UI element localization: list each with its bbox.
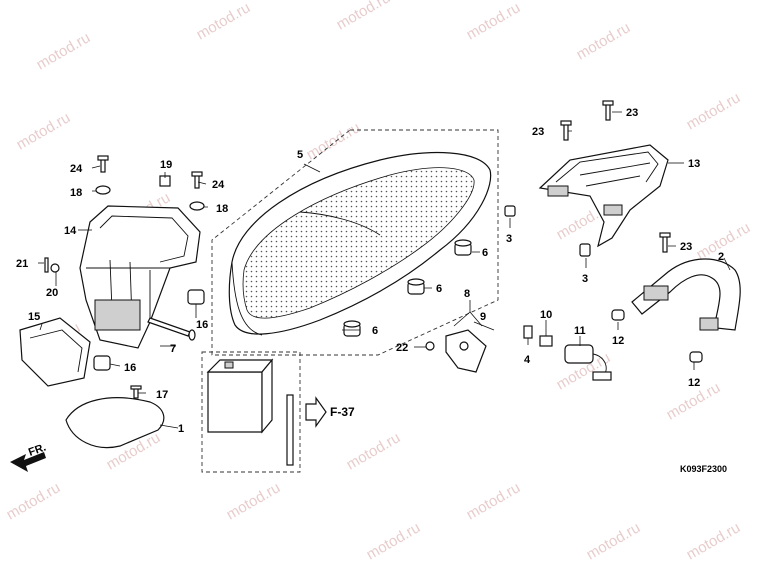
watermark-text: motod.ru xyxy=(364,519,424,563)
callout-10: 10 xyxy=(540,309,552,321)
grommet xyxy=(93,289,205,371)
front-label: FR. xyxy=(27,441,48,458)
callout-9: 9 xyxy=(480,311,486,323)
watermark-text: motod.ru xyxy=(684,519,744,563)
callout-4: 4 xyxy=(524,354,531,366)
seat-cushion xyxy=(343,239,472,337)
watermark-text: motod.ru xyxy=(304,119,364,163)
callout-18: 18 xyxy=(70,187,82,199)
bolt xyxy=(147,317,196,341)
callout-6: 6 xyxy=(436,283,442,295)
callout-15: 15 xyxy=(28,311,40,323)
watermark-text: motod.ru xyxy=(464,479,524,523)
callout-19: 19 xyxy=(160,159,172,171)
callout-14: 14 xyxy=(64,225,77,237)
callout-5: 5 xyxy=(297,149,303,161)
battery xyxy=(206,358,294,466)
battery-group-outline xyxy=(201,351,301,473)
callout-18: 18 xyxy=(216,203,228,215)
callout-1: 1 xyxy=(178,423,184,435)
callout-16: 16 xyxy=(196,319,208,331)
watermark-text: motod.ru xyxy=(584,519,644,563)
callout-11: 11 xyxy=(574,325,586,337)
watermark-text: motod.ru xyxy=(684,89,744,133)
callout-24: 24 xyxy=(212,179,225,191)
watermark-text: motod.ru xyxy=(344,429,404,473)
callout-17: 17 xyxy=(156,389,168,401)
key-cylinder xyxy=(564,344,612,381)
rear-carrier xyxy=(538,144,669,248)
watermark-text: motod.ru xyxy=(224,479,284,523)
diagram-code: K093F2300 xyxy=(680,464,727,474)
callout-13: 13 xyxy=(688,158,700,170)
callout-7: 7 xyxy=(170,343,176,355)
callout-16: 16 xyxy=(124,362,136,374)
callout-23: 23 xyxy=(532,126,544,138)
front-direction-marker: FR. xyxy=(10,441,48,472)
reference-label: F-37 xyxy=(330,405,355,419)
carrier-bolt xyxy=(560,100,671,253)
callout-23: 23 xyxy=(626,107,638,119)
watermark-text: motod.ru xyxy=(334,0,394,33)
callout-3: 3 xyxy=(506,233,512,245)
watermark-text: motod.ru xyxy=(194,0,254,43)
callout-labels: 1 2 3 3 4 5 6 6 6 7 8 9 10 11 12 12 13 1… xyxy=(16,107,724,435)
watermark-text: motod.ru xyxy=(464,0,524,43)
watermark-text: motod.ru xyxy=(34,29,94,73)
battery-tray xyxy=(19,317,91,387)
callout-24: 24 xyxy=(70,163,83,175)
luggage-box xyxy=(79,205,201,349)
battery-cover xyxy=(65,397,165,449)
seat-group-outline xyxy=(211,129,499,356)
collar xyxy=(504,205,591,257)
callout-20: 20 xyxy=(46,287,58,299)
callout-23: 23 xyxy=(680,241,692,253)
callout-3: 3 xyxy=(582,273,588,285)
grab-rail xyxy=(631,258,741,331)
callout-6: 6 xyxy=(482,247,488,259)
watermark-text: motod.ru xyxy=(574,19,634,63)
grab-rail-cap xyxy=(611,309,703,363)
seat xyxy=(228,151,492,336)
small-hardware xyxy=(44,155,205,399)
callout-21: 21 xyxy=(16,258,28,270)
leader-lines xyxy=(38,111,731,429)
callout-2: 2 xyxy=(718,251,724,263)
callout-12: 12 xyxy=(612,335,624,347)
watermark-text: motod.ru xyxy=(14,109,74,153)
callout-8: 8 xyxy=(464,288,470,300)
callout-22: 22 xyxy=(396,342,408,354)
callout-12: 12 xyxy=(688,377,700,389)
seat-lock-assembly xyxy=(425,321,495,373)
callout-6: 6 xyxy=(372,325,378,337)
watermark-text: motod.ru xyxy=(4,479,64,523)
reference-arrow: F-37 xyxy=(305,396,355,428)
